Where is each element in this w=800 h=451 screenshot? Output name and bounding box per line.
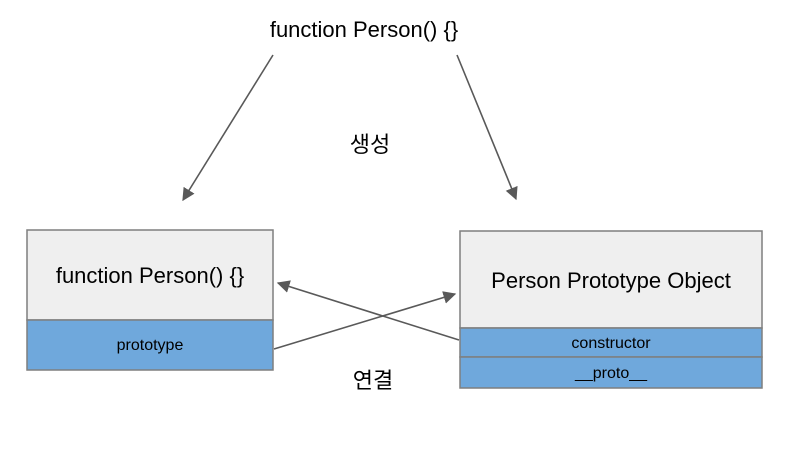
function-box-prototype-row bbox=[26, 319, 274, 371]
prototype-label: prototype bbox=[117, 337, 184, 354]
create-label: 생성 bbox=[350, 132, 390, 157]
proto-row bbox=[459, 356, 763, 389]
create-arrow-right bbox=[456, 54, 518, 201]
prototype-link-arrow bbox=[273, 291, 457, 350]
function-box: function Person() {} prototype bbox=[26, 229, 274, 371]
top-function-label: function Person() {} bbox=[270, 17, 458, 42]
prototype-object-title: Person Prototype Object bbox=[491, 268, 731, 293]
prototype-object-box: Person Prototype Object constructor __pr… bbox=[459, 230, 763, 389]
constructor-link-arrow bbox=[276, 280, 460, 341]
link-label: 연결 bbox=[353, 368, 393, 393]
prototype-object-title-cell bbox=[459, 230, 763, 329]
constructor-row bbox=[459, 327, 763, 358]
constructor-label: constructor bbox=[571, 335, 651, 352]
function-box-title: function Person() {} bbox=[56, 263, 244, 288]
create-arrow-left bbox=[182, 54, 274, 202]
proto-label: __proto__ bbox=[574, 365, 648, 382]
function-box-title-cell bbox=[26, 229, 274, 321]
